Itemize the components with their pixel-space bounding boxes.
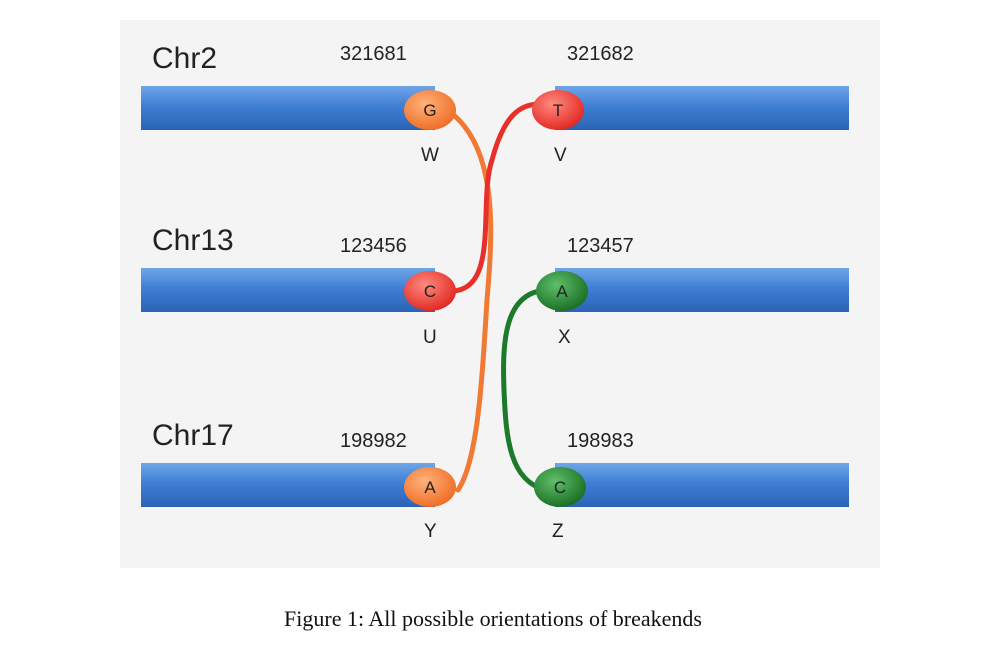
chr13-left-bar: [141, 268, 435, 312]
base-chr13-right: A: [556, 282, 568, 301]
breakend-node-chr2-left: [404, 90, 456, 130]
position-label-chr2-left: 321681: [340, 43, 407, 65]
breakend-node-chr17-right: [534, 467, 586, 507]
base-chr13-left: C: [424, 282, 436, 301]
connector-u-v: [450, 101, 543, 294]
chr13-right-bar: [555, 268, 849, 312]
chr17-right-bar: [555, 463, 849, 507]
position-label-chr17-right: 198983: [567, 430, 634, 452]
base-chr2-left: G: [423, 101, 436, 120]
breakend-node-chr17-left: [404, 467, 456, 507]
breakend-label-u: U: [423, 327, 437, 348]
base-chr17-right: C: [554, 478, 566, 497]
chr2-right-bar: [555, 86, 849, 130]
breakend-node-chr13-left: [404, 271, 456, 311]
breakend-label-y: Y: [424, 521, 437, 542]
breakend-label-x: X: [558, 327, 571, 348]
breakend-node-chr2-right: [532, 90, 584, 130]
breakend-label-w: W: [421, 145, 439, 166]
figure-caption: Figure 1: All possible orientations of b…: [284, 606, 702, 631]
chromosome-label-chr2: Chr2: [152, 42, 218, 75]
chromosome-label-chr17: Chr17: [152, 419, 234, 452]
breakend-label-z: Z: [552, 521, 564, 542]
base-chr2-right: T: [553, 101, 563, 120]
chromosome-label-chr13: Chr13: [152, 224, 234, 257]
position-label-chr13-right: 123457: [567, 235, 634, 257]
connector-w-y: [447, 109, 494, 493]
breakend-node-chr13-right: [536, 271, 588, 311]
chr17-left-bar: [141, 463, 435, 507]
breakend-label-v: V: [554, 145, 567, 166]
base-chr17-left: A: [424, 478, 436, 497]
position-label-chr2-right: 321682: [567, 43, 634, 65]
connector-x-z: [501, 287, 550, 493]
position-label-chr13-left: 123456: [340, 235, 407, 257]
position-label-chr17-left: 198982: [340, 430, 407, 452]
chr2-left-bar: [141, 86, 435, 130]
